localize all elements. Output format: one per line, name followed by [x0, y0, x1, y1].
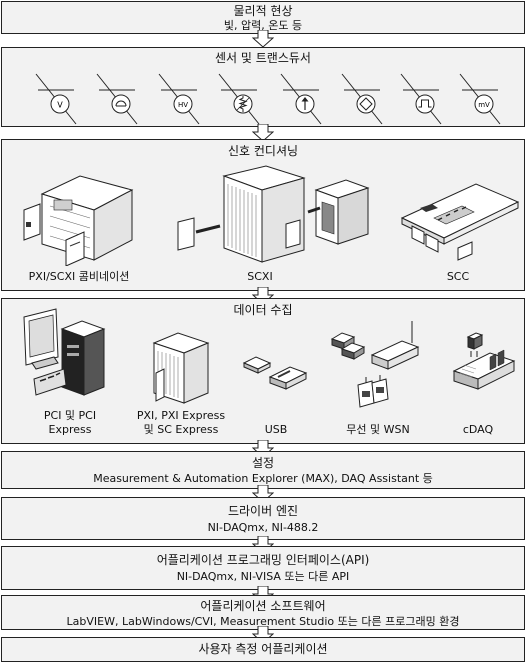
resistance-sensor-icon — [217, 64, 265, 126]
user-application-title: 사용자 측정 어플리케이션 — [198, 642, 328, 656]
data-acquisition-box: 데이터 수집 PCI 및 PCI Express PXI, PXI Expres… — [1, 298, 525, 444]
application-software-box: 어플리케이션 소프트웨어 LabVIEW, LabWindows/CVI, Me… — [1, 595, 525, 630]
scc-image — [400, 183, 520, 261]
pxi-scxi-combination-image — [23, 175, 134, 266]
physical-phenomena-subtitle: 빛, 압력, 온도 등 — [223, 19, 303, 32]
api-subtitle: NI-DAQmx, NI-VISA 또는 다른 API — [176, 570, 350, 583]
pci-express-line1: PCI 및 PCI — [43, 409, 97, 422]
pci-express-label: PCI 및 PCI Express — [20, 409, 120, 437]
high-voltage-sensor-icon: HV — [157, 64, 205, 126]
user-application-box: 사용자 측정 어플리케이션 — [1, 637, 525, 662]
sensors-title: 센서 및 트랜스듀서 — [215, 51, 311, 65]
voltage-sensor-label: V — [57, 101, 63, 110]
scxi-image — [177, 165, 370, 263]
millivolt-sensor-label: mV — [478, 101, 490, 109]
signal-conditioning-box: 신호 컨디셔닝 PXI/SCXI 콤비네이션 SCXI — [1, 139, 525, 291]
cdaq-label: cDAQ — [462, 423, 494, 436]
driver-engine-title: 드라이버 엔진 — [227, 504, 299, 518]
pxi-express-line1: PXI, PXI Express — [136, 409, 226, 422]
application-software-subtitle: LabVIEW, LabWindows/CVI, Measurement Stu… — [66, 615, 460, 628]
application-software-title: 어플리케이션 소프트웨어 — [200, 599, 326, 613]
physical-phenomena-title: 물리적 현상 — [233, 4, 293, 18]
pxi-scxi-combination-label: PXI/SCXI 콤비네이션 — [28, 270, 130, 283]
physical-phenomena-box: 물리적 현상 빛, 압력, 온도 등 — [1, 1, 525, 34]
current-source-sensor-icon — [279, 64, 327, 126]
digital-pulse-sensor-icon — [399, 64, 447, 126]
voltage-sensor-icon: V — [34, 64, 82, 126]
wireless-wsn-label: 무선 및 WSN — [346, 423, 410, 436]
pxi-express-image — [152, 332, 210, 404]
current-loop-sensor-icon — [95, 64, 143, 126]
bridge-sensor-icon — [340, 64, 388, 126]
configuration-subtitle: Measurement & Automation Explorer (MAX),… — [93, 472, 433, 485]
pxi-express-label: PXI, PXI Express 및 SC Express — [124, 409, 238, 437]
pci-express-image — [23, 308, 106, 396]
flow-arrow-1 — [252, 30, 274, 48]
scxi-label: SCXI — [247, 270, 273, 283]
driver-engine-subtitle: NI-DAQmx, NI-488.2 — [207, 521, 319, 534]
wireless-wsn-image — [330, 321, 420, 408]
api-title: 어플리케이션 프로그래밍 인터페이스(API) — [156, 553, 370, 567]
usb-label: USB — [264, 423, 288, 436]
driver-engine-box: 드라이버 엔진 NI-DAQmx, NI-488.2 — [1, 497, 525, 540]
configuration-title: 설정 — [251, 456, 275, 470]
usb-image — [242, 356, 308, 390]
high-voltage-sensor-label: HV — [178, 101, 188, 109]
sensors-box: 센서 및 트랜스듀서 V HV — [1, 47, 525, 127]
flow-arrow-2 — [252, 124, 274, 142]
cdaq-image — [452, 332, 516, 390]
millivolt-sensor-icon: mV — [458, 64, 506, 126]
pxi-express-line2: 및 SC Express — [143, 423, 219, 436]
scc-label: SCC — [446, 270, 470, 283]
api-box: 어플리케이션 프로그래밍 인터페이스(API) NI-DAQmx, NI-VIS… — [1, 546, 525, 590]
configuration-box: 설정 Measurement & Automation Explorer (MA… — [1, 451, 525, 489]
signal-conditioning-title: 신호 컨디셔닝 — [227, 144, 299, 158]
pci-express-line2: Express — [48, 423, 92, 436]
data-acquisition-title: 데이터 수집 — [233, 303, 293, 317]
